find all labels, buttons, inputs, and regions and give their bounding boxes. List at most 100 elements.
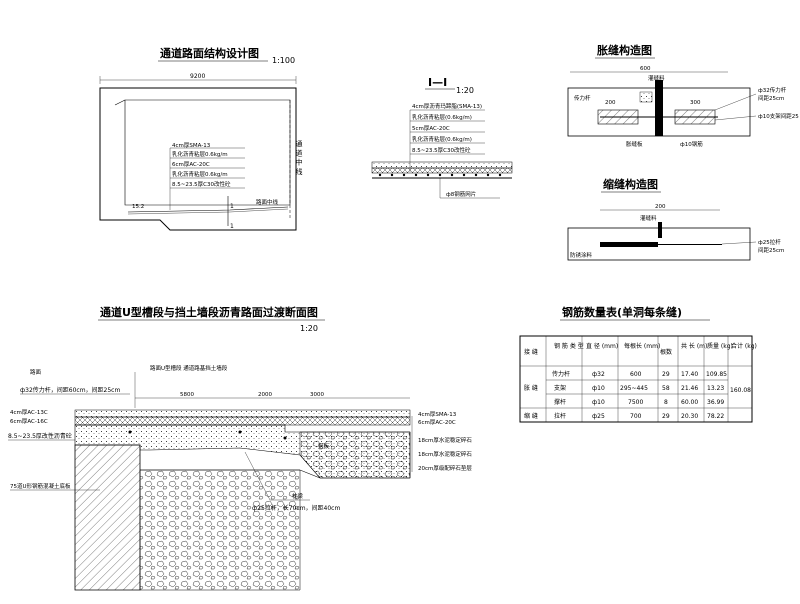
exp-sealant [639, 91, 653, 103]
exp-leader [714, 115, 757, 121]
road-plan-title: 通道路面结构设计图 [160, 46, 259, 60]
section-11-layer-3: 5cm厚AC-20C [412, 125, 450, 132]
con-label-coating: 防锈涂料 [570, 251, 593, 259]
rebar-cell: 17.40 [681, 371, 698, 378]
road-plan-scale: 1:100 [272, 56, 295, 65]
transition-right-label-5: 20cm厚级配碎石垫层 [418, 464, 472, 472]
section-11-title: I—I [428, 76, 447, 89]
rebar-cell: 600 [630, 371, 642, 378]
rebar-cell: ф32 [592, 371, 605, 378]
transition-dowel-bars [128, 430, 287, 440]
exp-label-dowel: 传力杆 [574, 94, 591, 102]
con-dim-top: 200 [655, 204, 666, 210]
rebar-row-joint-contraction: 缩 缝 [524, 412, 538, 420]
road-plan-drawing: 通道路面结构设计图 1:100 9200 通 道 中 线 4cm厚SMA-13 … [99, 46, 303, 231]
con-sawcut [658, 222, 662, 238]
section-11-surface-layer [371, 161, 513, 169]
transition-sleeper-line [140, 469, 321, 479]
road-plan-surface [127, 206, 289, 213]
rebar-header-mass: 质量 (kg) [707, 342, 733, 350]
section-11-layer-4: 乳化沥青粘层(0.6kg/m) [412, 135, 472, 143]
section-11-drawing: I—I 1:20 4cm厚沥青玛蹄脂(SMA-13) 乳化沥青粘层(0.6kg/… [371, 76, 513, 199]
plan-layer-3: 6cm厚AC-20C [172, 161, 210, 168]
contraction-joint-title: 缩缝构造图 [603, 177, 658, 191]
rebar-cell: 13.23 [707, 385, 724, 392]
section-11-rebar-dots [378, 173, 502, 177]
transition-gravel-base [299, 431, 411, 479]
rebar-table-frame [519, 335, 753, 423]
transition-dim-2: 2000 [258, 392, 272, 398]
transition-left-label-6: 75道U形钢筋混凝土底板 [10, 482, 71, 490]
rebar-header-count: 根数 [660, 348, 672, 356]
rebar-cell: 21.46 [681, 385, 698, 392]
transition-bottom-label-2: ф25拉杆，长70cm，间距40cm [252, 504, 340, 512]
plan-layer-1: 4cm厚SMA-13 [172, 142, 211, 149]
con-label-tiebar: ф25拉杆 [758, 238, 781, 246]
exp-label-spacing: 间距25cm [758, 94, 784, 102]
section-mark-top: 1 [230, 203, 234, 210]
rebar-cell: 60.00 [681, 399, 698, 406]
section-11-scale: 1:20 [456, 86, 474, 95]
rebar-table-title: 钢筋数量表(单洞每条缝) [562, 305, 682, 319]
road-plan-corner [114, 99, 126, 106]
section-11-layer-1: 4cm厚沥青玛蹄脂(SMA-13) [412, 102, 482, 110]
rebar-header-length: 每根长 (mm) [624, 342, 660, 350]
plan-layer-5: 8.5~23.5厚C30改性砼 [172, 180, 231, 188]
con-label-spacing: 间距25cm [758, 246, 784, 254]
exp-label-rebar: ф10钢筋 [680, 140, 703, 148]
rebar-header-total-length: 共 长 (m) [681, 342, 707, 350]
transition-left-label-1: 路面 [30, 368, 42, 376]
rebar-header-joint: 接 缝 [524, 348, 538, 356]
exp-label-dowel32: ф32传力杆 [758, 86, 787, 94]
rebar-cell: ф10 [592, 385, 605, 392]
rebar-cell: 20.30 [681, 413, 698, 420]
rebar-cell: 支架 [554, 384, 566, 392]
rebar-cell: 700 [630, 413, 642, 420]
rebar-cell: 29 [662, 371, 670, 378]
rebar-cell: 58 [662, 385, 670, 392]
con-label-sealant: 灌缝料 [640, 214, 657, 222]
transition-subgrade [139, 469, 301, 591]
transition-top-label: 路面U型槽段 通道路基挡土墙段 [150, 364, 228, 372]
transition-left-label-4: 6cm厚AC-16C [10, 418, 48, 425]
transition-bottom-label-1: 枕梁 [292, 492, 304, 500]
transition-left-label-3: 4cm厚AC-13C [10, 409, 48, 416]
rebar-cell: ф25 [592, 413, 605, 420]
transition-title: 通道U型槽段与挡土墙段沥青路面过渡断面图 [100, 305, 318, 319]
exp-leader [714, 93, 757, 111]
transition-dim-3: 3000 [310, 392, 324, 398]
rebar-cell: 拉杆 [554, 412, 566, 420]
rebar-cell: 36.99 [707, 399, 724, 406]
con-leader [721, 241, 757, 245]
rebar-total: 160.08 [730, 387, 751, 394]
exp-label-support: ф10支架间距25 [758, 112, 799, 120]
road-plan-surface-2 [127, 208, 289, 215]
rebar-header-type: 钢 筋 类 型 [554, 342, 584, 350]
transition-left-label-2: ф32传力杆，间距60cm，间距25cm [20, 386, 120, 394]
exp-label-sealant: 灌缝料 [648, 74, 665, 82]
expansion-joint-title: 胀缝构造图 [597, 43, 652, 57]
transition-right-label-3: 18cm厚水泥稳定碎石 [418, 436, 472, 444]
plan-layer-2: 乳化沥青粘层0.6kg/m [172, 150, 228, 158]
plan-layer-4: 乳化沥青粘层0.6kg/m [172, 170, 228, 178]
rebar-cell: 传力杆 [552, 370, 570, 378]
rebar-header-sum: 合计 (kg) [731, 342, 757, 350]
transition-mid-label: 搭板 [318, 442, 330, 450]
exp-dim-200: 200 [605, 100, 616, 106]
rebar-cell: 撑杆 [554, 398, 566, 406]
exp-dim-top: 600 [640, 66, 651, 72]
rebar-cell: 8 [664, 399, 668, 406]
transition-section-drawing: 通道U型槽段与挡土墙段沥青路面过渡断面图 1:20 5800 2000 3000… [8, 305, 472, 591]
exp-dim-300: 300 [690, 100, 701, 106]
section-11-bottom-label: ф8钢筋网片 [446, 190, 476, 198]
road-plan-width-dim: 9200 [190, 73, 205, 80]
section-11-base-layer [371, 167, 513, 174]
rebar-table-grid [520, 336, 752, 422]
rebar-cell: 295~445 [620, 385, 648, 392]
transition-right-label-1: 4cm厚SMA-13 [418, 411, 457, 418]
section-mark-bottom: 1 [230, 223, 234, 230]
transition-surface-layer [74, 409, 411, 418]
exp-label-board: 胀缝板 [626, 140, 643, 148]
